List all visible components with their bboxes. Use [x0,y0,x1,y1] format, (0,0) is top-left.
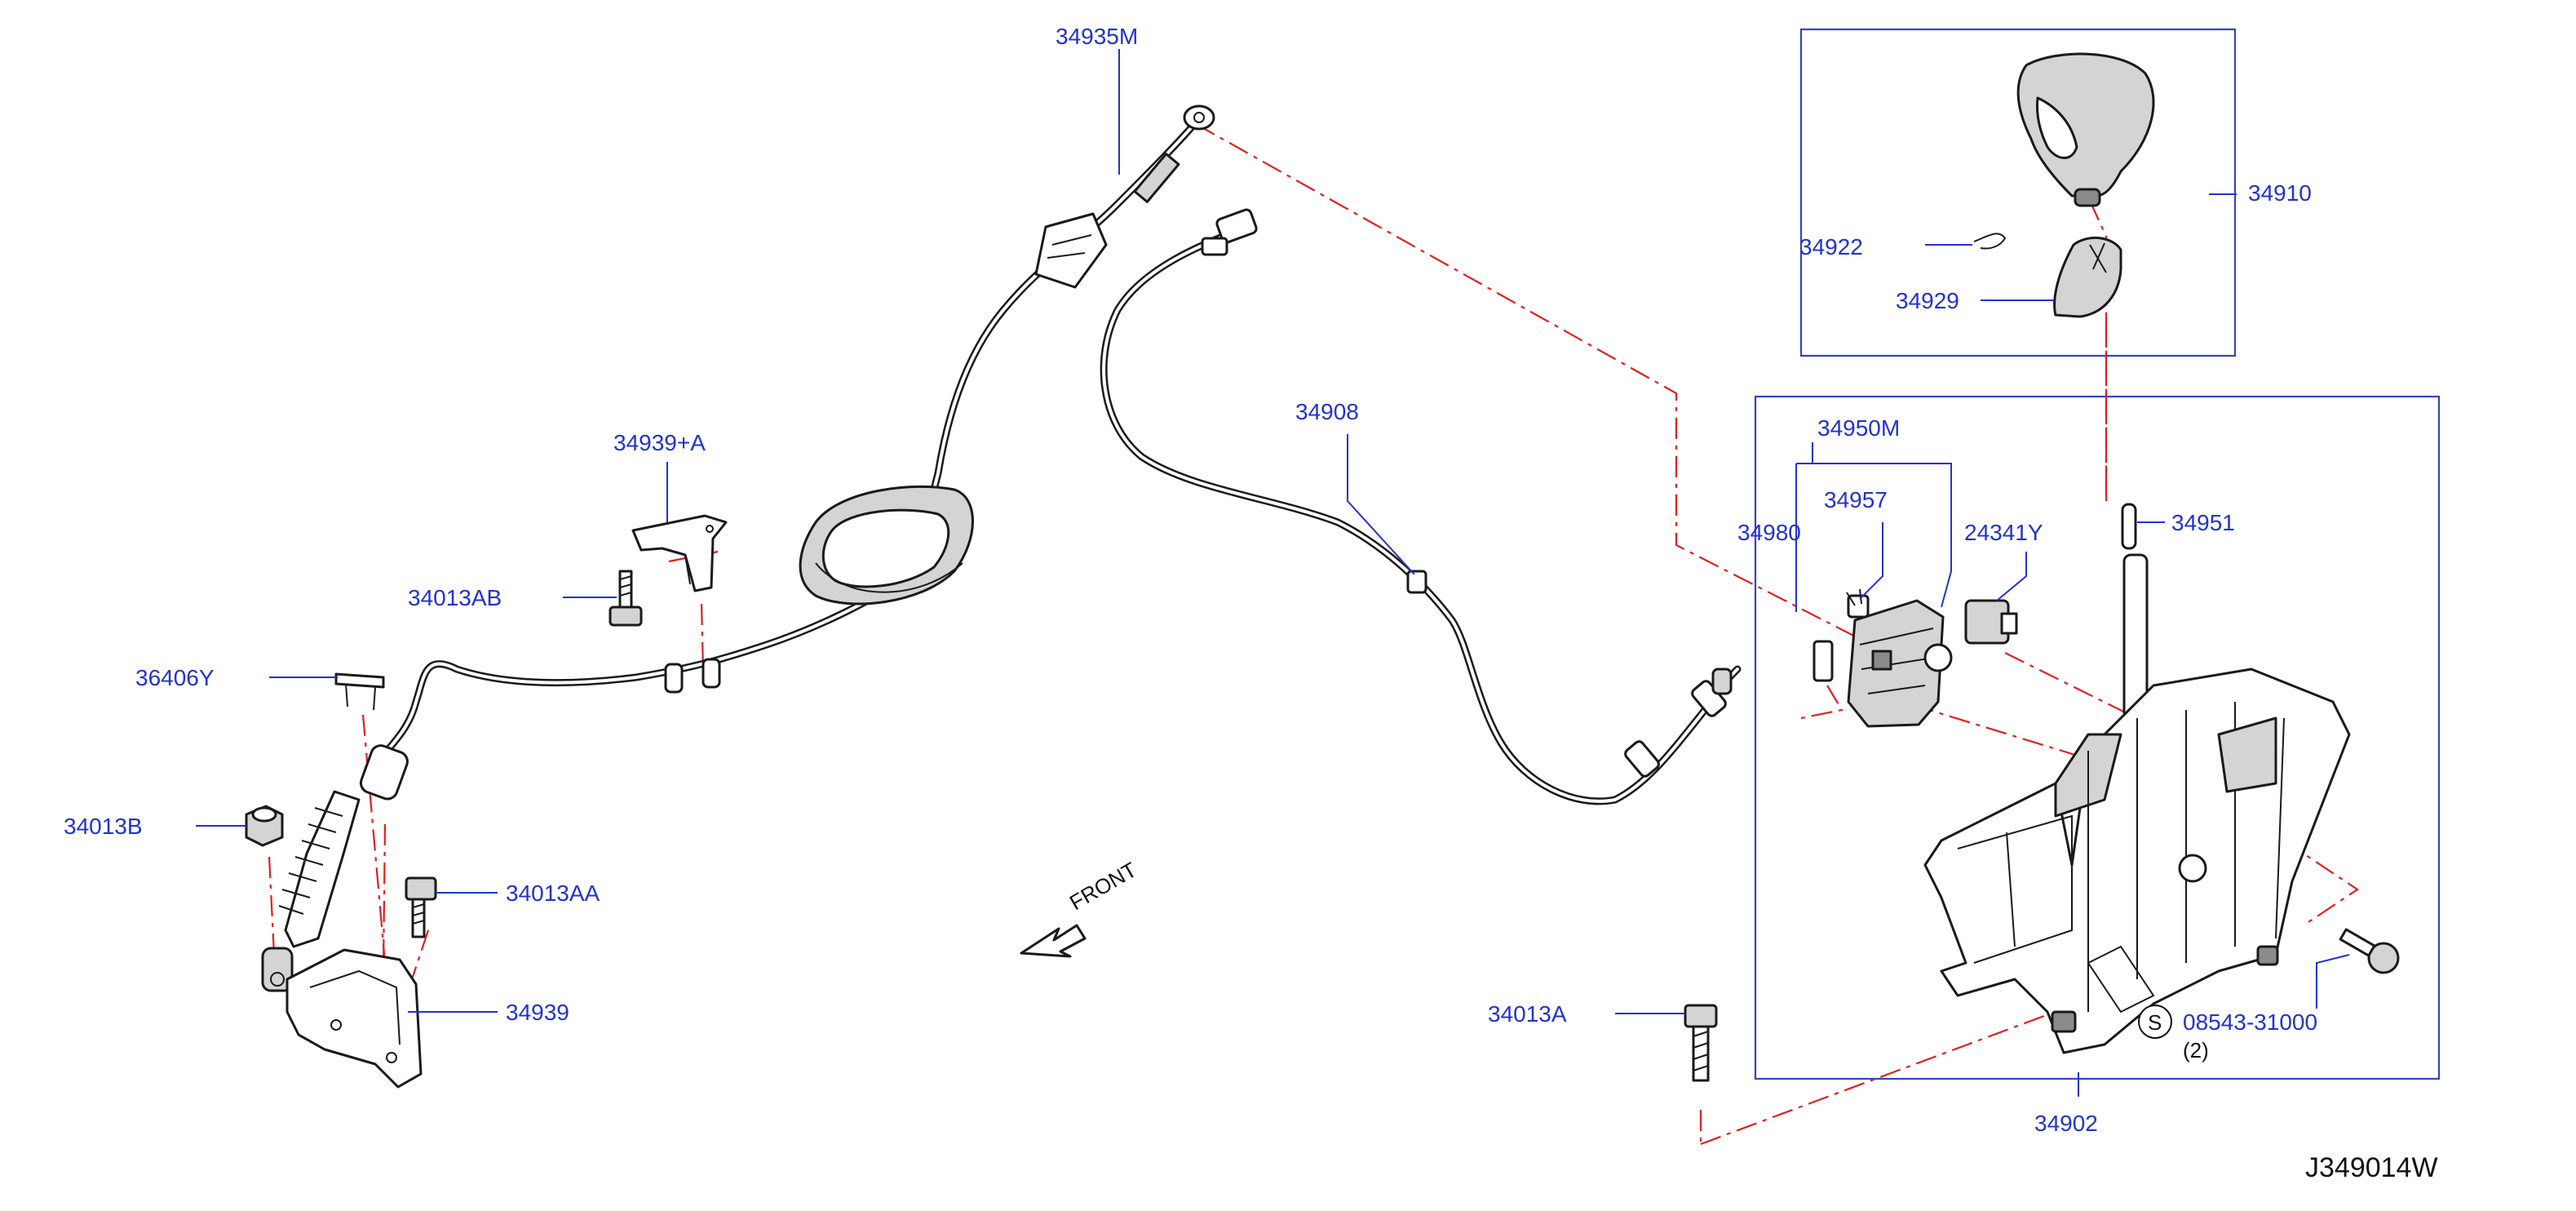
control-cable-34908 [1100,208,1742,805]
label-34910: 34910 [2248,180,2312,206]
label-34013AA: 34013AA [506,881,600,906]
bolt-34013AA [405,876,437,938]
label-34939: 34939 [506,1000,569,1025]
label-34908: 34908 [1295,399,1359,424]
pin-34951 [2121,503,2137,550]
label-34950M: 34950M [1817,415,1900,441]
connector-24341Y [1964,599,2018,645]
control-cable-34935M [261,104,1215,992]
label-34922: 34922 [1799,234,1863,260]
shift-knob-group-box [1799,28,2237,357]
screw-08543-31000 [2339,928,2400,974]
label-34980: 34980 [1737,520,1801,545]
standard-part-circle [2138,1005,2172,1039]
shift-knob-34910 [2016,52,2155,207]
front-direction-arrow [1020,924,1087,958]
clip-36406Y [334,672,385,711]
qty-note: (2) [2183,1038,2209,1062]
label-34939A: 34939+A [613,430,706,455]
label-34013B: 34013B [64,814,143,839]
label-34929: 34929 [1896,288,1959,313]
bracket-34939 [285,948,423,1089]
label-34951: 34951 [2171,510,2235,535]
bolt-34013AB [609,570,643,627]
label-34013A: 34013A [1488,1001,1567,1027]
module-34950M [1812,588,1953,728]
bracket-34939A [631,514,728,592]
front-label: FRONT [1065,857,1141,915]
label-34013AB: 34013AB [408,585,502,610]
label-08543-31000: 08543-31000 [2183,1009,2317,1035]
shifter-assembly-group-box [1754,395,2441,1080]
finisher-34929 [2053,236,2122,318]
bolt-34013A [1684,1004,1718,1082]
label-34902: 34902 [2034,1111,2098,1136]
clip-34922 [1973,233,2007,250]
label-36406Y: 36406Y [135,665,215,690]
standard-part-symbol: S [2148,1010,2162,1035]
label-34935M: 34935M [1056,24,1138,49]
nut-34013B [245,805,284,847]
diagram-id: J349014W [2305,1152,2438,1183]
leader-lines [196,49,2350,1097]
shifter-base-34902 [1923,553,2351,1054]
label-34957: 34957 [1824,487,1888,512]
label-24341Y: 24341Y [1964,520,2043,545]
